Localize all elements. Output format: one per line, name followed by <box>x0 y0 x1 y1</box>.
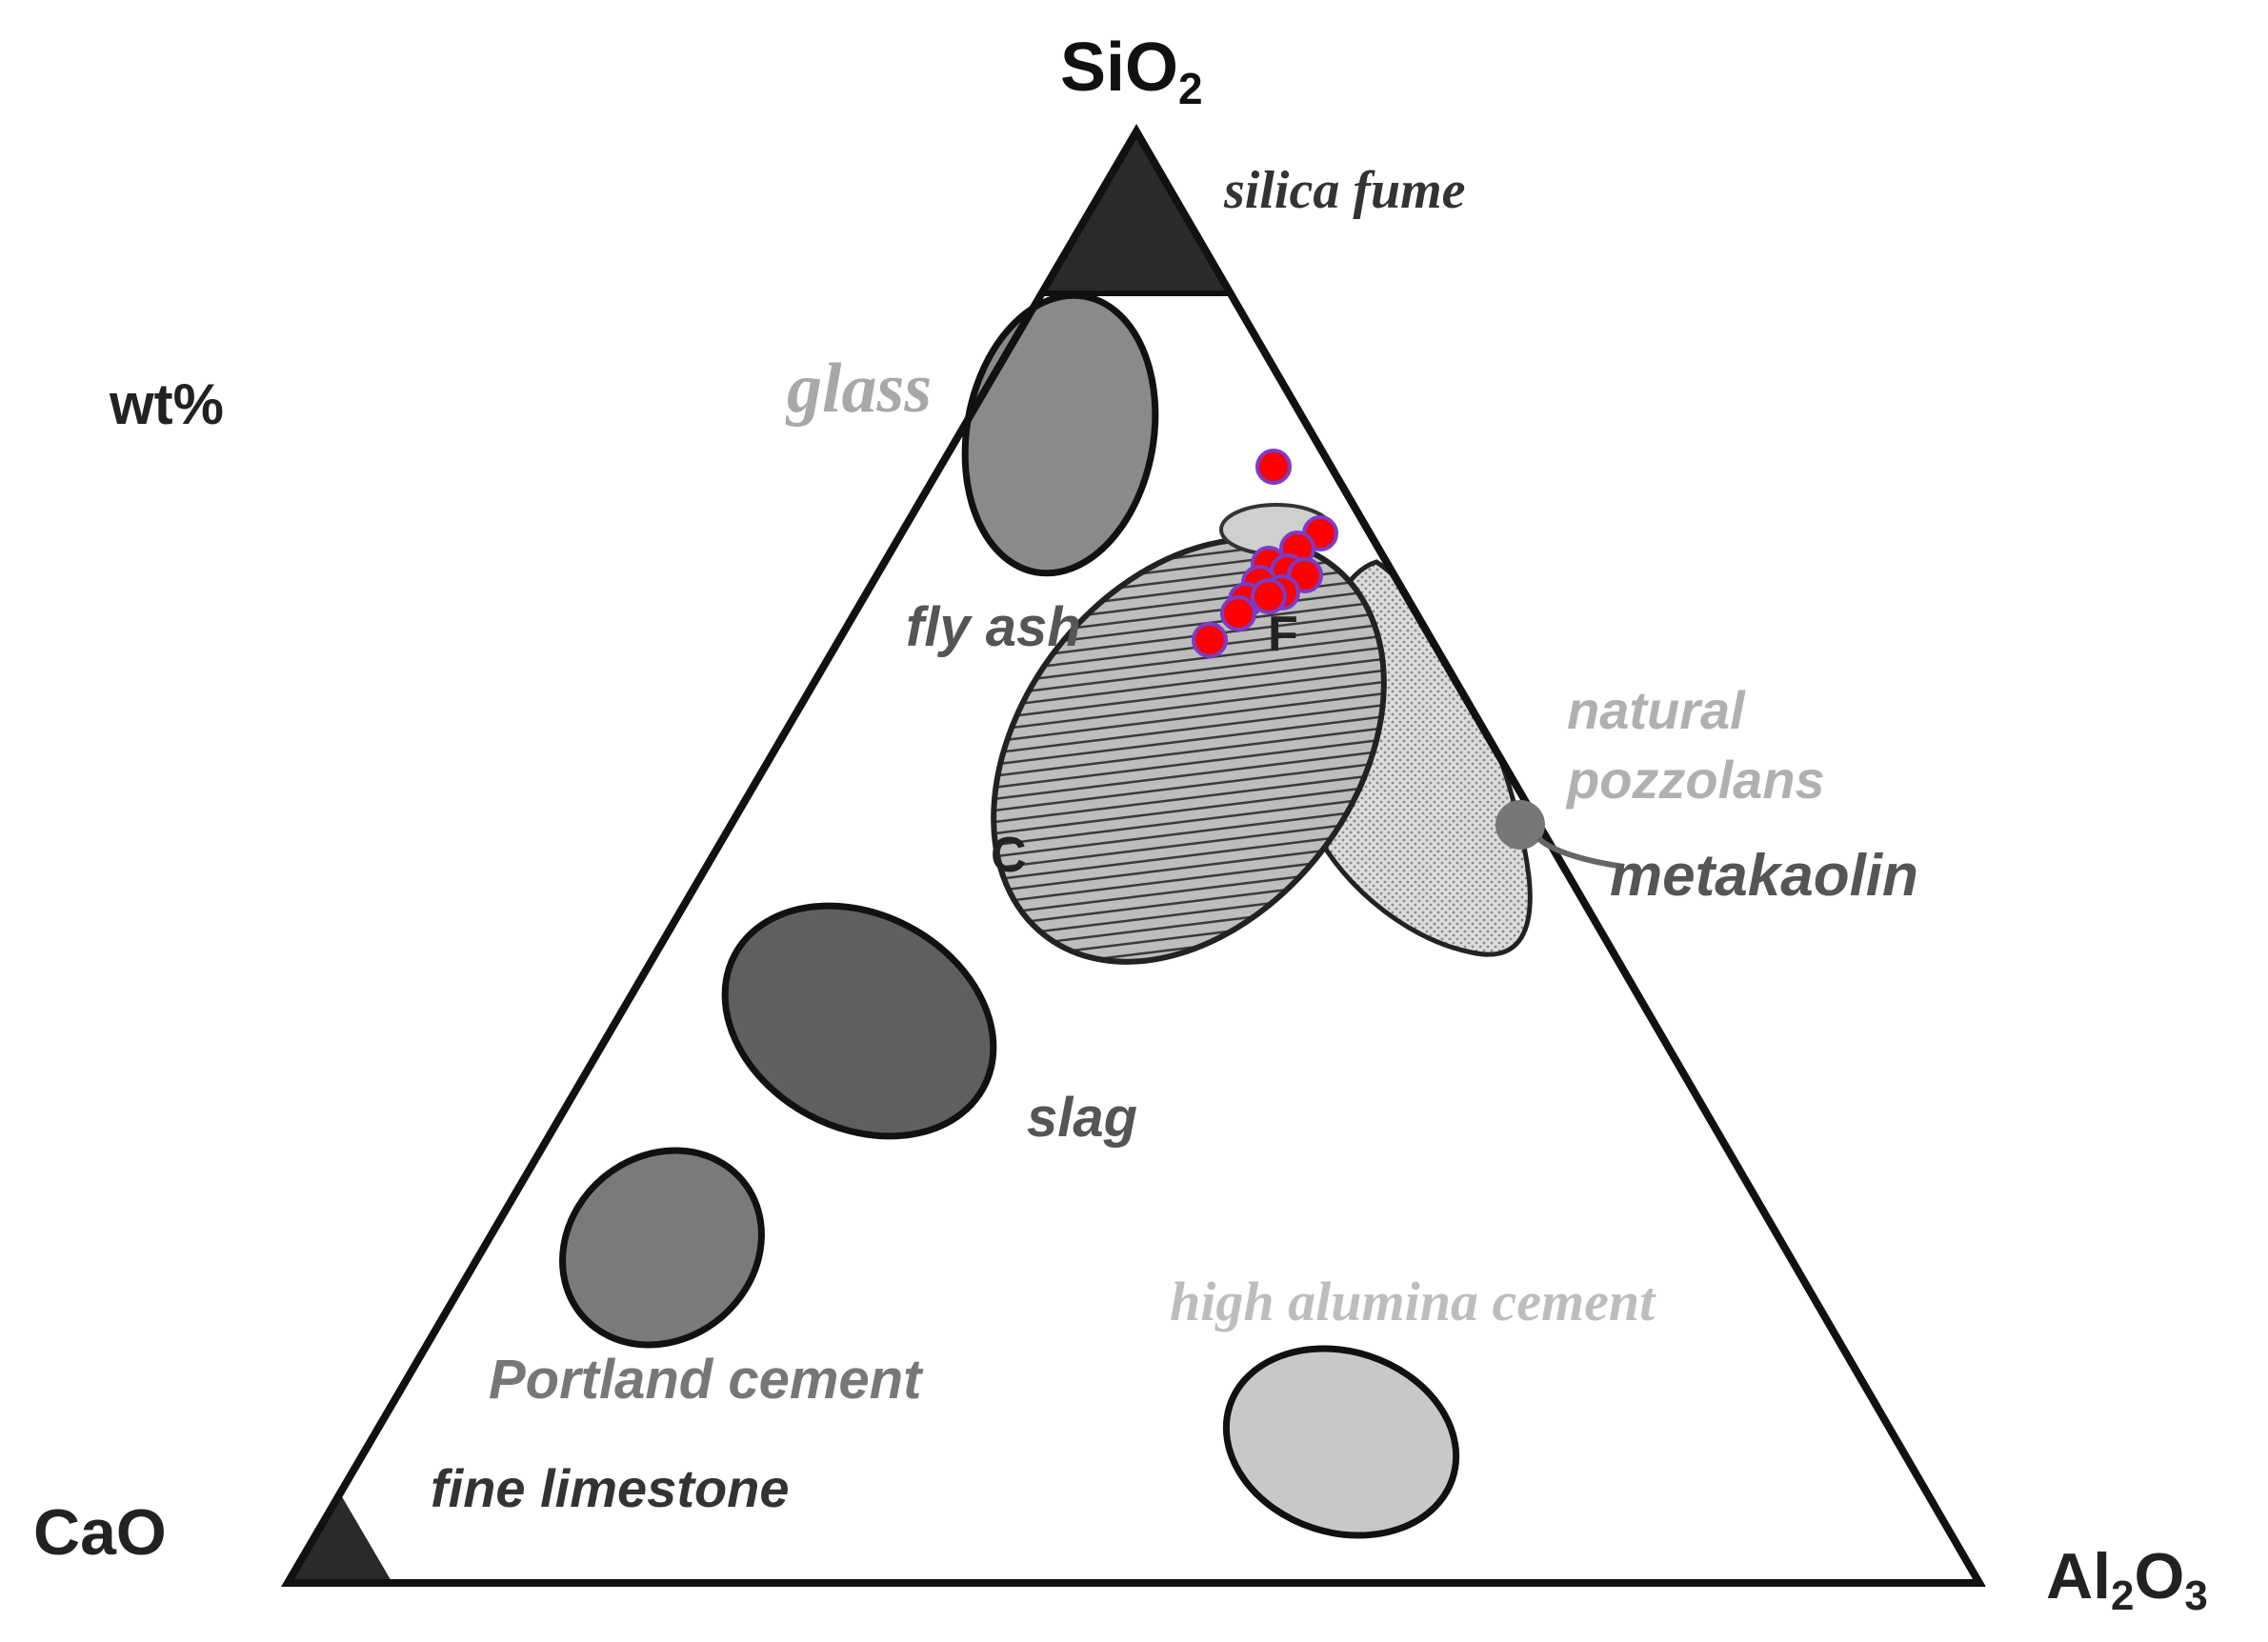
slag-label: slag <box>1027 1087 1137 1149</box>
ternary-triangle <box>281 124 1986 1587</box>
al2o3-label: Al2O3 <box>2046 1540 2208 1619</box>
fly-ash-class-c-label: C <box>991 828 1027 883</box>
glass-region <box>961 291 1159 577</box>
glass-label: glass <box>785 350 932 428</box>
natural-pozzolans-label-line1: natural <box>1567 680 1746 740</box>
portland-cement-region <box>559 1147 765 1349</box>
sio2-label: SiO2 <box>1060 30 1203 113</box>
slag-region <box>721 902 997 1140</box>
sample-point <box>1255 449 1292 485</box>
portland-cement-label: Portland cement <box>489 1349 924 1411</box>
fine-limestone-label: fine limestone <box>431 1458 790 1518</box>
units-label: wt% <box>109 372 224 436</box>
sample-point <box>1192 622 1228 658</box>
metakaolin-label: metakaolin <box>1610 843 1918 909</box>
cao-label: CaO <box>33 1496 167 1569</box>
silica-fume-label: silica fume <box>1223 161 1466 220</box>
fly-ash-region <box>991 536 1387 965</box>
cao-corner <box>288 1493 392 1583</box>
fly-ash-class-f-label: F <box>1268 607 1298 662</box>
high-alumina-cement-label: high alumina cement <box>1170 1271 1656 1332</box>
sample-point <box>1220 595 1256 631</box>
silica-fume-corner <box>1041 131 1232 293</box>
metakaolin-point <box>1495 800 1545 850</box>
sample-point <box>1251 578 1287 614</box>
natural-pozzolans-label-line2: pozzolans <box>1565 750 1825 810</box>
sample-points <box>1192 449 1338 658</box>
high-alumina-cement-region <box>1222 1345 1460 1539</box>
fly-ash-label: fly ash <box>906 596 1081 658</box>
metakaolin-leader <box>1535 835 1625 870</box>
